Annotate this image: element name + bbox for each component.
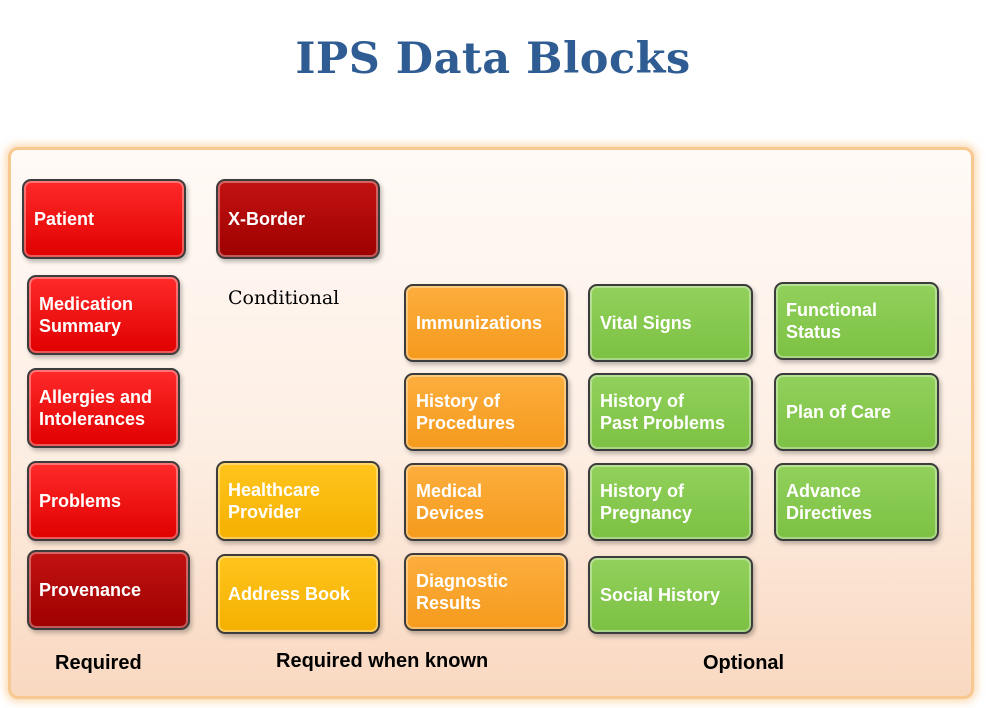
block-immunizations: Immunizations	[404, 284, 568, 362]
block-history-of-procedures: History of Procedures	[404, 373, 568, 451]
block-allergies-intolerances: Allergies and Intolerances	[27, 368, 180, 448]
block-functional-status: Functional Status	[774, 282, 939, 360]
block-patient: Patient	[22, 179, 186, 259]
block-address-book: Address Book	[216, 554, 380, 634]
block-history-of-pregnancy: History of Pregnancy	[588, 463, 753, 541]
block-problems: Problems	[27, 461, 180, 541]
block-provenance: Provenance	[27, 550, 190, 630]
block-x-border: X-Border	[216, 179, 380, 259]
block-social-history: Social History	[588, 556, 753, 634]
block-vital-signs: Vital Signs	[588, 284, 753, 362]
label-optional: Optional	[703, 652, 785, 674]
block-healthcare-provider: Healthcare Provider	[216, 461, 380, 541]
block-advance-directives: Advance Directives	[774, 463, 939, 541]
page-title: IPS Data Blocks	[295, 34, 691, 84]
block-plan-of-care: Plan of Care	[774, 373, 939, 451]
conditional-label: Conditional	[228, 287, 340, 309]
block-medication-summary: Medication Summary	[27, 275, 180, 355]
label-required: Required	[55, 652, 142, 674]
block-medical-devices: Medical Devices	[404, 463, 568, 541]
block-diagnostic-results: Diagnostic Results	[404, 553, 568, 631]
label-required-when-known: Required when known	[276, 650, 489, 672]
block-history-of-past-problems: History of Past Problems	[588, 373, 753, 451]
